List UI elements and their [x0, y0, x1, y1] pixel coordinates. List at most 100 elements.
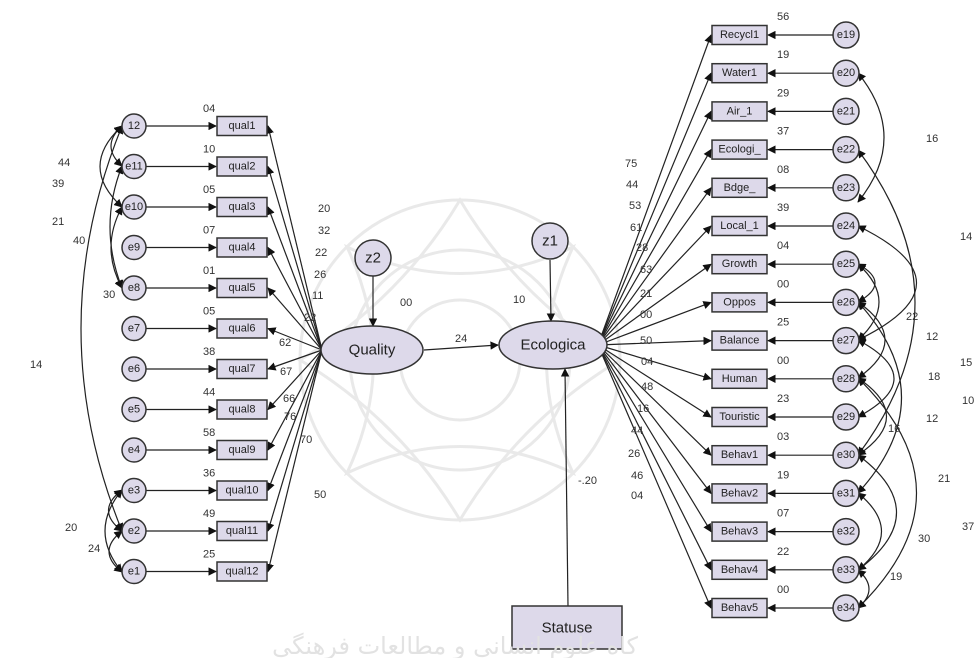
- loading-label: 26: [628, 448, 640, 460]
- error-circle: [832, 288, 860, 317]
- error-circle: [121, 558, 147, 585]
- latent-ecological: [498, 320, 608, 370]
- indicator-label: Behav2: [721, 487, 758, 499]
- error-label: e1: [128, 566, 140, 578]
- r2-label: 04: [777, 240, 789, 252]
- indicator-label: qual7: [229, 363, 256, 375]
- covariance-arc: [857, 72, 885, 203]
- covariance-arc: [857, 454, 897, 571]
- r2-label: 04: [203, 103, 215, 115]
- loading-label: 04: [631, 490, 643, 502]
- error-circle: [832, 250, 860, 278]
- loading-path: [597, 336, 712, 346]
- loading-label: 46: [631, 470, 643, 482]
- covariance-arc: [857, 339, 895, 418]
- indicator-box: [216, 399, 268, 420]
- covariance-arc: [857, 225, 917, 341]
- loading-label: 48: [641, 381, 653, 393]
- indicator-box: [216, 115, 268, 137]
- indicator-box: [216, 561, 268, 582]
- error-label: e10: [125, 201, 143, 213]
- indicator-label: Behav1: [721, 449, 758, 461]
- loading-label: 00: [640, 309, 652, 321]
- r2-label: 39: [777, 202, 789, 214]
- error-label: e26: [837, 296, 855, 308]
- loading-label: 61: [630, 222, 642, 234]
- r2-label: 07: [777, 508, 789, 520]
- loading-label: 67: [280, 366, 292, 378]
- r2-label: 29: [777, 87, 789, 99]
- path-coef-quality-ecological: 24: [455, 333, 467, 345]
- error-label: e29: [837, 411, 855, 423]
- loading-path: [266, 206, 323, 351]
- error-label: e24: [837, 220, 855, 232]
- loading-path: [266, 349, 323, 492]
- r2-label: 49: [203, 508, 215, 520]
- loading-path: [267, 349, 323, 411]
- error-circle: [121, 518, 147, 544]
- r2-label: 08: [777, 164, 789, 176]
- r2-label: 19: [777, 469, 789, 481]
- error-label: e2: [128, 525, 140, 537]
- loading-label: 50: [314, 489, 326, 501]
- loading-path: [597, 344, 712, 495]
- loading-label: 04: [641, 356, 653, 368]
- covariance-label: 22: [906, 311, 918, 323]
- covariance-arc: [104, 489, 123, 573]
- loading-path: [597, 344, 712, 456]
- covariance-arc: [857, 149, 916, 456]
- indicator-box: [216, 156, 268, 177]
- indicator-label: qual10: [225, 485, 258, 497]
- error-label: e32: [837, 526, 855, 538]
- indicator-box: [216, 277, 268, 299]
- error-circle: [832, 594, 860, 622]
- loading-label: 20: [318, 203, 330, 215]
- error-circle: [832, 135, 860, 164]
- watermark-rosette: [297, 197, 623, 523]
- loading-label: 63: [640, 264, 652, 276]
- indicator-box: [711, 444, 768, 466]
- covariance-arc: [857, 263, 876, 303]
- error-label: e30: [837, 449, 855, 461]
- indicator-box: [711, 177, 768, 199]
- loading-path: [266, 349, 323, 532]
- error-label: e19: [837, 29, 855, 41]
- loading-path: [597, 187, 712, 346]
- error-circle: [121, 153, 147, 180]
- error-circle: [832, 479, 860, 508]
- error-label: e6: [128, 363, 140, 375]
- r2-label: 37: [777, 126, 789, 138]
- covariance-label: 14: [960, 231, 972, 243]
- error-label: e11: [125, 161, 143, 173]
- indicator-box: [216, 318, 268, 339]
- error-label: 12: [128, 120, 140, 132]
- error-label: e8: [128, 282, 140, 294]
- indicator-box: [216, 358, 268, 380]
- loading-label: 11: [312, 290, 323, 302]
- covariance-arc: [857, 301, 903, 494]
- indicator-box: [216, 520, 268, 542]
- loading-path: [267, 287, 323, 351]
- loading-label: 21: [640, 288, 652, 300]
- covariance-label: 44: [58, 157, 70, 169]
- indicator-label: qual8: [229, 404, 256, 416]
- covariance-label: 24: [88, 543, 100, 555]
- indicator-box: [216, 439, 268, 461]
- loading-label: 32: [318, 225, 330, 237]
- r2-label: 36: [203, 468, 215, 480]
- indicator-label: Local_1: [720, 220, 759, 232]
- error-label: e23: [837, 182, 855, 194]
- loading-label: 70: [300, 434, 312, 446]
- r2-label: 19: [777, 49, 789, 61]
- r2-label: 58: [203, 427, 215, 439]
- r2-label: 56: [777, 11, 789, 23]
- indicator-label: Behav5: [721, 602, 758, 614]
- loading-path: [267, 349, 323, 371]
- status-label: Statuse: [542, 620, 593, 637]
- covariance-arc: [857, 377, 887, 456]
- r2-label: 07: [203, 225, 215, 237]
- r2-label: 00: [777, 584, 789, 596]
- covariance-label: 19: [890, 571, 902, 583]
- loading-path: [266, 165, 323, 351]
